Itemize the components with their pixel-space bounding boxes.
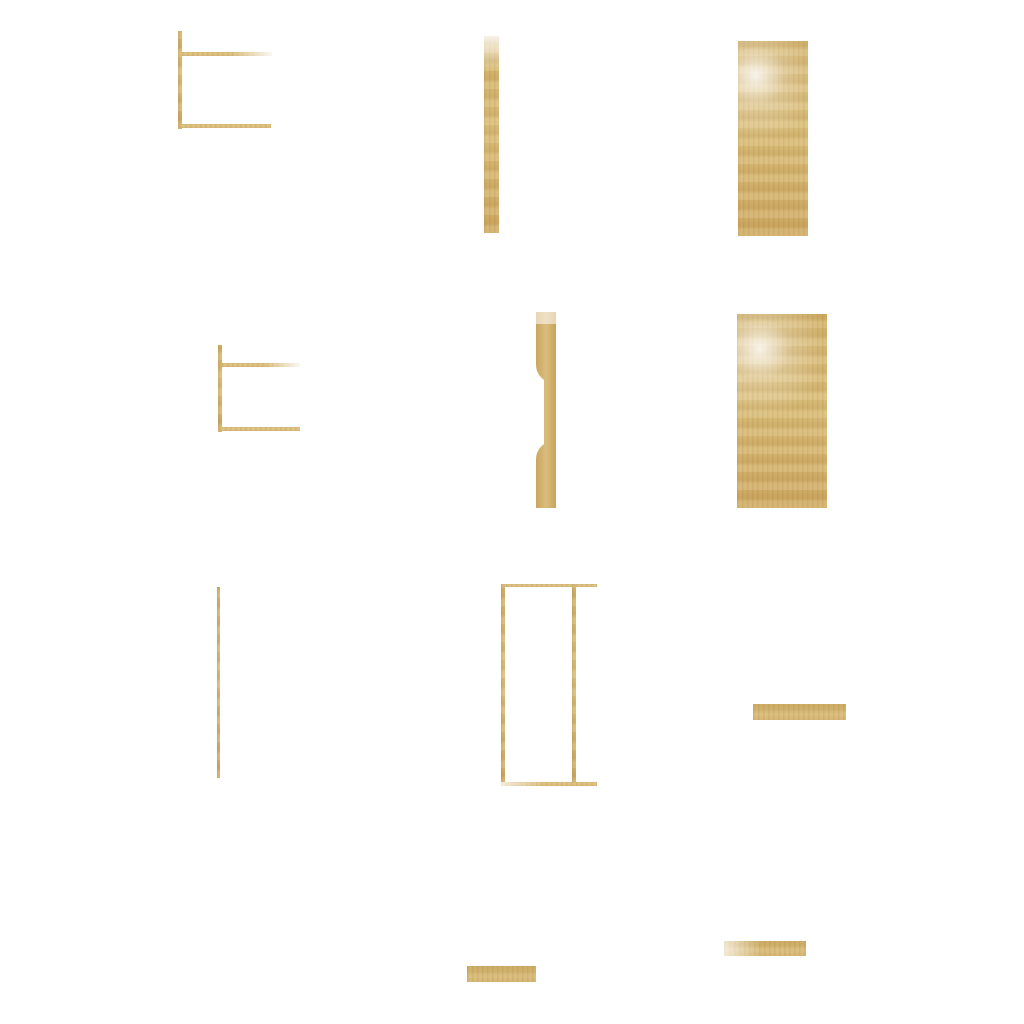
bracket-small-top-arm: [222, 363, 300, 367]
frame-top-rail: [501, 584, 597, 587]
thin-vertical-rod: [217, 587, 220, 778]
bracket-upright: [178, 31, 182, 129]
bracket-top-arm: [182, 52, 272, 56]
wide-textured-panel-large: [737, 314, 827, 508]
wide-textured-panel: [738, 41, 808, 236]
frame-bottom-rail: [501, 782, 597, 786]
frame-inner-stile: [572, 584, 576, 786]
frame-left-stile: [501, 584, 505, 786]
short-horizontal-board-bottom-center: [467, 966, 536, 982]
shaped-side-board: [536, 312, 556, 508]
bracket-small-upright: [218, 345, 222, 432]
bracket-frame-small: [218, 345, 302, 432]
short-horizontal-board: [753, 704, 846, 720]
narrow-vertical-board: [484, 36, 499, 233]
bracket-small-bottom-arm: [220, 427, 300, 431]
short-horizontal-board-bottom-right: [724, 941, 806, 956]
bracket-frame: [178, 31, 274, 129]
bracket-bottom-arm: [180, 124, 271, 128]
rectangular-frame: [501, 584, 599, 788]
